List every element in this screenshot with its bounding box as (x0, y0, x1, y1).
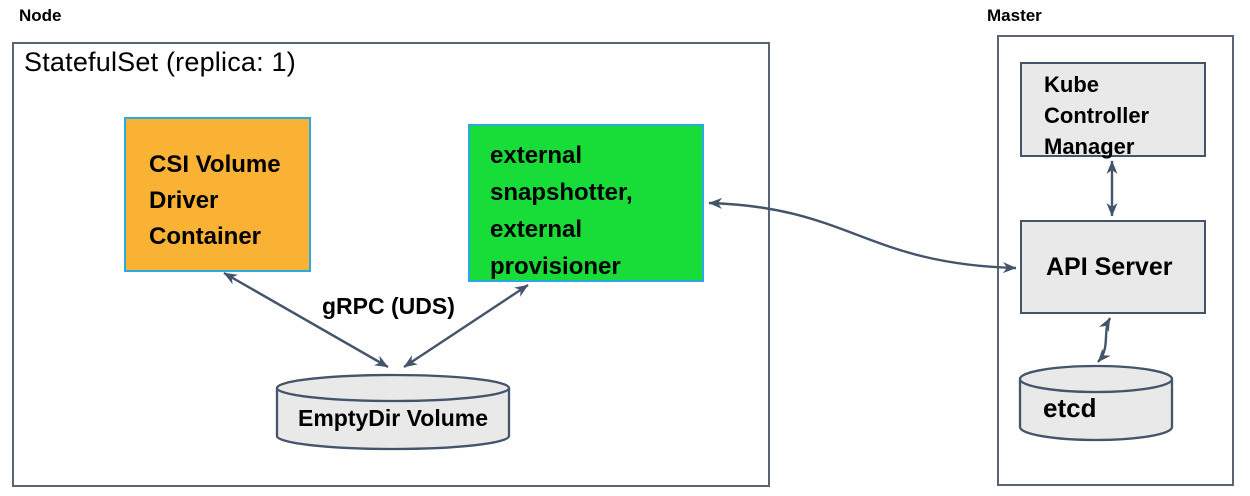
kube-controller-manager-box: Kube Controller Manager (1020, 62, 1206, 159)
api-server-label: API Server (1046, 252, 1173, 281)
grpc-uds-label: gRPC (UDS) (322, 293, 455, 319)
node-group-label: Node (19, 6, 62, 25)
emptydir-volume-label: EmptyDir Volume (298, 405, 488, 431)
api-server-box: API Server (1020, 220, 1206, 314)
statefulset-title: StatefulSet (replica: 1) (24, 47, 296, 77)
etcd-label: etcd (1043, 393, 1097, 423)
master-group-label: Master (987, 6, 1042, 25)
external-snapshotter-provisioner-box: external snapshotter, external provision… (468, 124, 704, 282)
csi-volume-driver-container-box: CSI Volume Driver Container (124, 117, 311, 272)
